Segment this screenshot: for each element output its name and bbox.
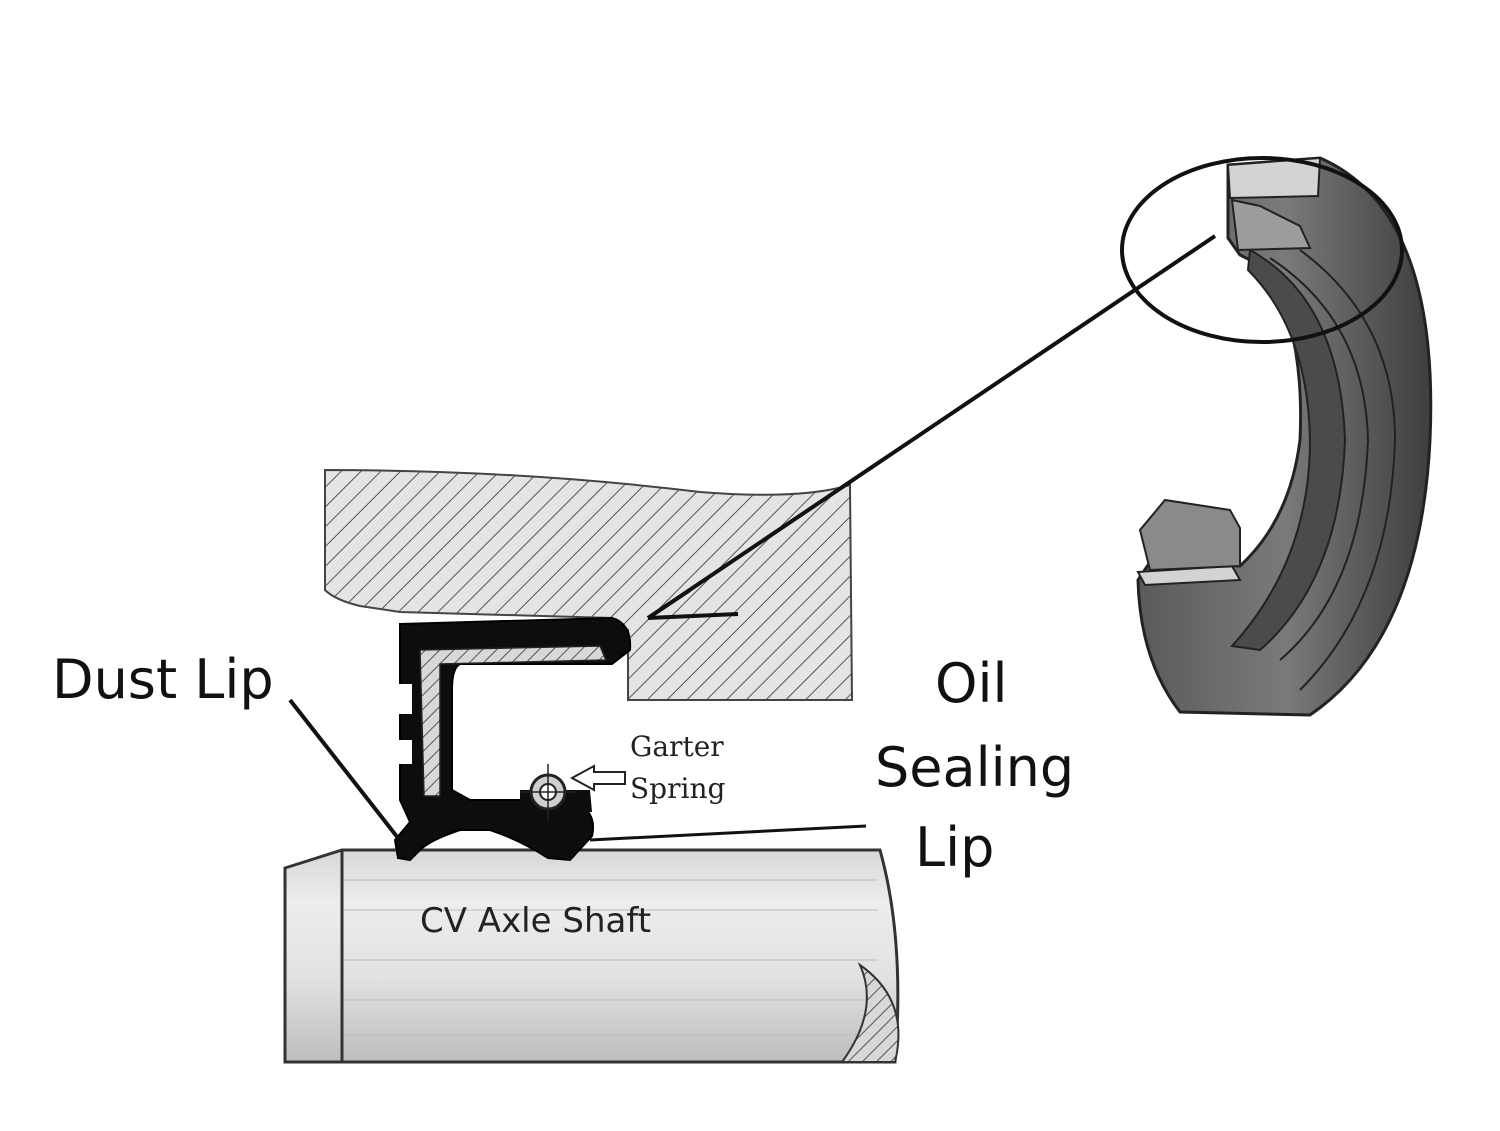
detail-pointer-line: [646, 234, 1217, 620]
label-dust-lip: Dust Lip: [52, 648, 274, 711]
label-garter-line2: Spring: [630, 772, 725, 805]
dust-lip-leader: [288, 698, 400, 840]
cv-axle-shaft: [283, 848, 900, 1064]
seal-ring-illustration: [1120, 156, 1433, 717]
label-oil-line3: Lip: [915, 816, 994, 879]
label-oil-line2: Sealing: [875, 736, 1074, 799]
oil-lip-leader: [589, 824, 867, 842]
label-garter-line1: Garter: [630, 730, 724, 763]
garter-spring: [520, 764, 576, 820]
seal-cross-section: [393, 616, 632, 862]
garter-spring-arrow: [569, 764, 626, 792]
detail-pointer-arrowhead: [647, 612, 739, 620]
housing: [324, 468, 854, 701]
label-oil-line1: Oil: [935, 652, 1008, 715]
label-shaft: CV Axle Shaft: [420, 901, 651, 941]
